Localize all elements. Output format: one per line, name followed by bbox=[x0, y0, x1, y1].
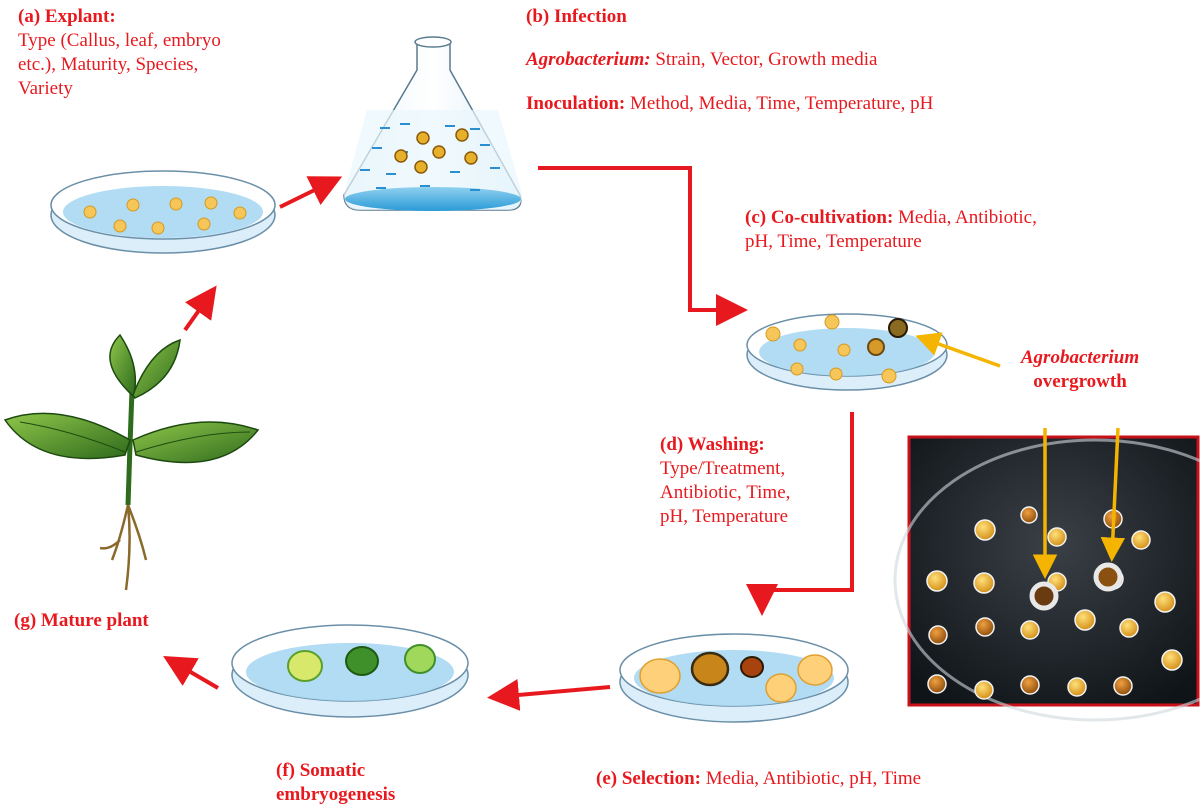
callout-photo-arrow-right bbox=[1100, 427, 1126, 562]
label-cocultivation: (c) Co-cultivation: Media, Antibiotic, p… bbox=[745, 207, 1037, 252]
label-overgrowth: Agrobacterium overgrowth bbox=[1020, 347, 1140, 392]
inoculation-label: Inoculation: bbox=[526, 93, 626, 114]
explant-line2: etc.), Maturity, Species, bbox=[18, 54, 199, 75]
label-somatic-embryogenesis: (f) Somatic embryogenesis bbox=[276, 760, 396, 805]
callout-dish-arrow bbox=[915, 332, 1001, 368]
arrow-f-to-g bbox=[163, 655, 220, 690]
label-selection: (e) Selection: Media, Antibiotic, pH, Ti… bbox=[596, 768, 922, 789]
petri-dish-selection bbox=[619, 633, 849, 723]
label-explant: (a) Explant: Type (Callus, leaf, embryo … bbox=[18, 5, 221, 101]
arrow-g-to-a bbox=[183, 285, 217, 332]
process-arrows bbox=[163, 166, 854, 711]
label-washing: (d) Washing: Type/Treatment, Antibiotic,… bbox=[660, 434, 791, 527]
explant-line3: Variety bbox=[18, 78, 73, 99]
petri-dish-cocultivation bbox=[746, 313, 948, 391]
arrow-a-to-b bbox=[279, 176, 343, 209]
arrow-b-to-c bbox=[538, 166, 748, 326]
erlenmeyer-flask bbox=[343, 36, 522, 211]
label-infection-agro: Agrobacterium: Strain, Vector, Growth me… bbox=[526, 49, 878, 70]
petri-dish-embryogenesis bbox=[231, 624, 469, 718]
arrow-e-to-f bbox=[487, 678, 611, 711]
experiment-photo bbox=[893, 435, 1200, 722]
explant-line1: Type (Callus, leaf, embryo bbox=[18, 30, 221, 51]
mature-plant-illustration bbox=[3, 333, 260, 591]
petri-dish-explant bbox=[50, 170, 276, 254]
overgrowth-callouts bbox=[915, 332, 1126, 579]
arrow-c-to-e bbox=[746, 412, 854, 616]
agrobacterium-label: Agrobacterium: bbox=[526, 49, 651, 70]
label-mature-plant: (g) Mature plant bbox=[14, 610, 149, 631]
label-infection-title: (b) Infection bbox=[526, 6, 627, 27]
label-infection-inoculation: Inoculation: Method, Media, Time, Temper… bbox=[526, 93, 934, 114]
explant-title: (a) Explant: bbox=[18, 6, 116, 27]
